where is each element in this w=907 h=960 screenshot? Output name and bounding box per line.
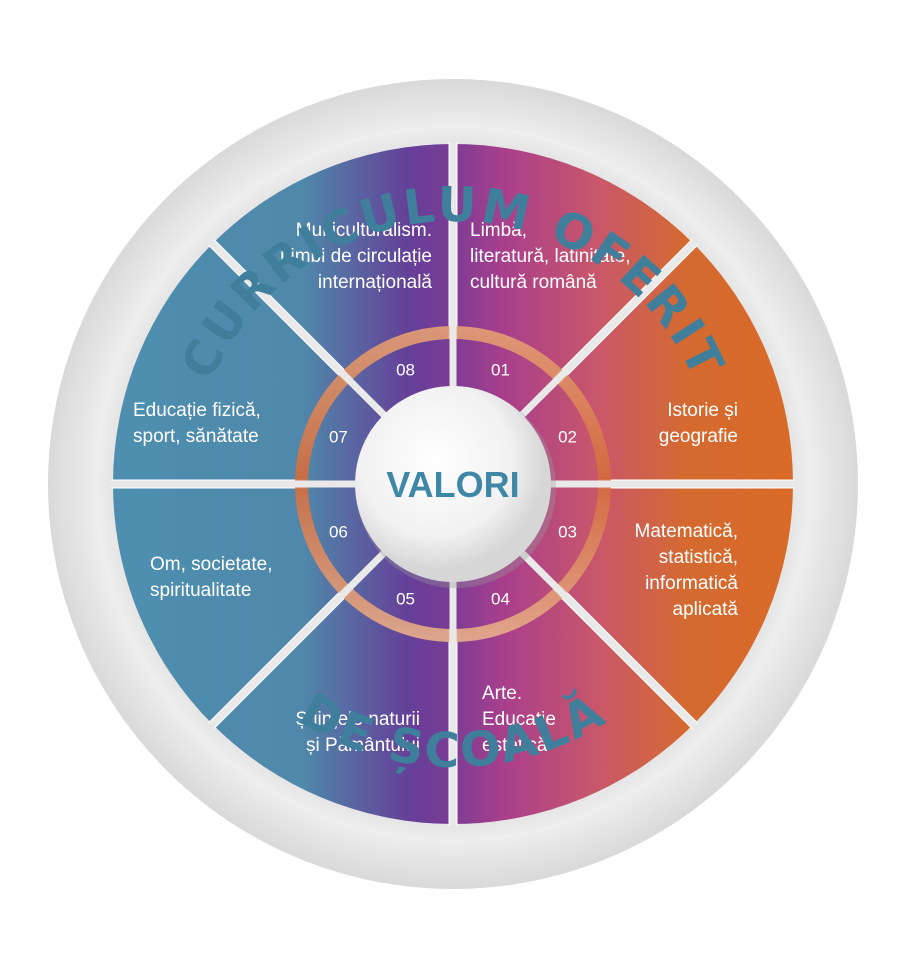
- segment-label-04: Arte. Educație estetică: [482, 683, 556, 756]
- segment-label-line: internațională: [318, 272, 433, 293]
- segment-label-line: Limbă,: [470, 220, 527, 241]
- segment-label-06: Om, societate, spiritualitate: [150, 554, 273, 601]
- center-disc: [355, 386, 551, 582]
- segment-label-08: Multiculturalism. Limbi de circulație inte…: [280, 220, 433, 293]
- segment-label-line: Multiculturalism.: [296, 220, 432, 241]
- segment-numbers: 01 02 03 04 05 06 07 08: [329, 360, 577, 608]
- segment-label-line: sport, sănătate: [133, 426, 259, 447]
- segment-label-line: spiritualitate: [150, 580, 251, 601]
- segment-label-line: estetică: [482, 735, 548, 756]
- segment-number-01: 01: [491, 360, 510, 379]
- segment-label-line: Istorie și: [667, 400, 738, 421]
- segment-number-07: 07: [329, 428, 348, 447]
- segment-label-05: Științele naturii și Pământului: [295, 709, 420, 756]
- segment-label-line: Științele naturii: [295, 709, 420, 730]
- segment-label-line: Educație fizică,: [133, 400, 261, 421]
- segment-label-01: Limbă, literatură, latinitate, cultură rom…: [470, 220, 631, 293]
- segment-label-line: cultură română: [470, 272, 597, 293]
- segment-number-04: 04: [491, 590, 510, 609]
- segment-label-07: Educație fizică, sport, sănătate: [133, 400, 261, 447]
- segment-label-line: Educație: [482, 709, 556, 730]
- segment-label-line: statistică,: [659, 547, 738, 568]
- center-label: VALORI: [386, 464, 519, 505]
- segment-number-05: 05: [396, 590, 415, 609]
- segment-number-03: 03: [558, 522, 577, 541]
- segment-label-line: literatură, latinitate,: [470, 246, 631, 267]
- segment-number-08: 08: [396, 360, 415, 379]
- segment-label-line: aplicată: [673, 599, 739, 620]
- segment-label-line: Matematică,: [635, 521, 738, 542]
- segment-label-line: geografie: [659, 426, 738, 447]
- segment-label-line: Om, societate,: [150, 554, 273, 575]
- segment-label-line: informatică: [645, 573, 738, 594]
- segment-labels: Limbă, literatură, latinitate, cultură rom…: [133, 220, 738, 756]
- segment-label-line: Arte.: [482, 683, 522, 704]
- segment-number-02: 02: [558, 428, 577, 447]
- segment-label-03: Matematică, statistică, informatică aplicat…: [635, 521, 739, 620]
- segment-label-line: Limbi de circulație: [280, 246, 432, 267]
- segment-label-02: Istorie și geografie: [659, 400, 738, 447]
- segment-number-06: 06: [329, 522, 348, 541]
- segment-label-line: și Pământului: [306, 735, 420, 756]
